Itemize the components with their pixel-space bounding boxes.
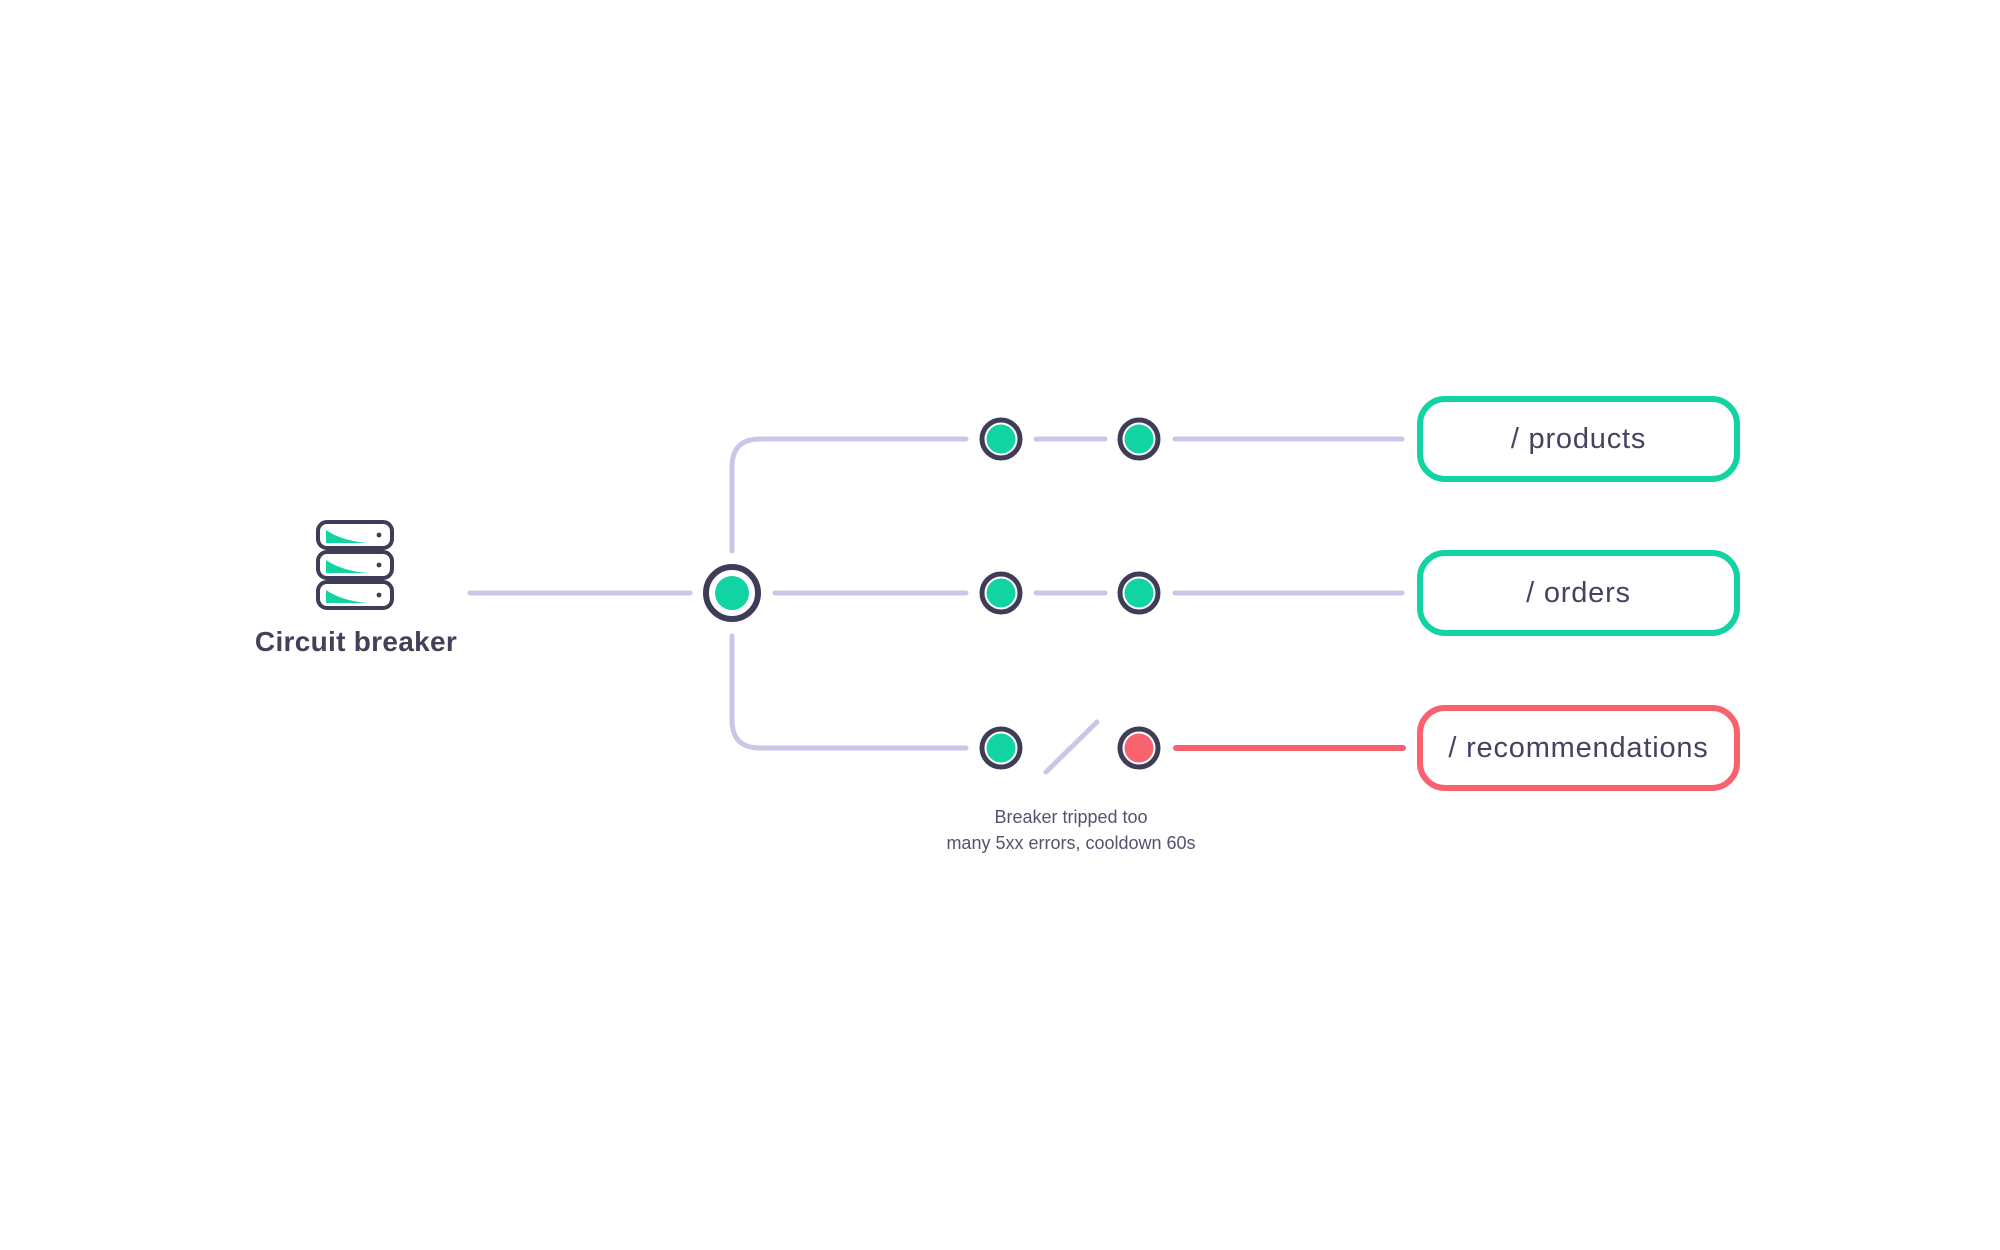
endpoint-label-orders: / orders bbox=[1526, 576, 1631, 609]
breaker-tripped-note: Breaker tripped too many 5xx errors, coo… bbox=[895, 804, 1247, 856]
products-node-2 bbox=[1117, 417, 1161, 461]
orders-node-2 bbox=[1117, 571, 1161, 615]
hub-breaker-node bbox=[703, 564, 761, 622]
wire-hub-to-products bbox=[729, 436, 969, 554]
server-stack-icon bbox=[316, 520, 394, 610]
recommendations-node-1 bbox=[979, 726, 1023, 770]
orders-node-1 bbox=[979, 571, 1023, 615]
circuit-breaker-label: Circuit breaker bbox=[254, 626, 458, 657]
recommendations-node-tripped bbox=[1117, 726, 1161, 770]
products-node-1 bbox=[979, 417, 1023, 461]
endpoint-box-products: / products bbox=[1417, 396, 1740, 482]
wire-hub-to-recommendations bbox=[729, 633, 969, 751]
endpoint-box-orders: / orders bbox=[1417, 550, 1740, 636]
open-switch-diagonal bbox=[1043, 719, 1100, 775]
endpoint-box-recommendations: / recommendations bbox=[1417, 705, 1740, 791]
endpoint-label-products: / products bbox=[1510, 422, 1647, 455]
breaker-note-line-2: many 5xx errors, cooldown 60s bbox=[946, 833, 1196, 853]
breaker-note-line-1: Breaker tripped too bbox=[994, 807, 1148, 827]
endpoint-label-recommendations: / recommendations bbox=[1448, 731, 1709, 764]
